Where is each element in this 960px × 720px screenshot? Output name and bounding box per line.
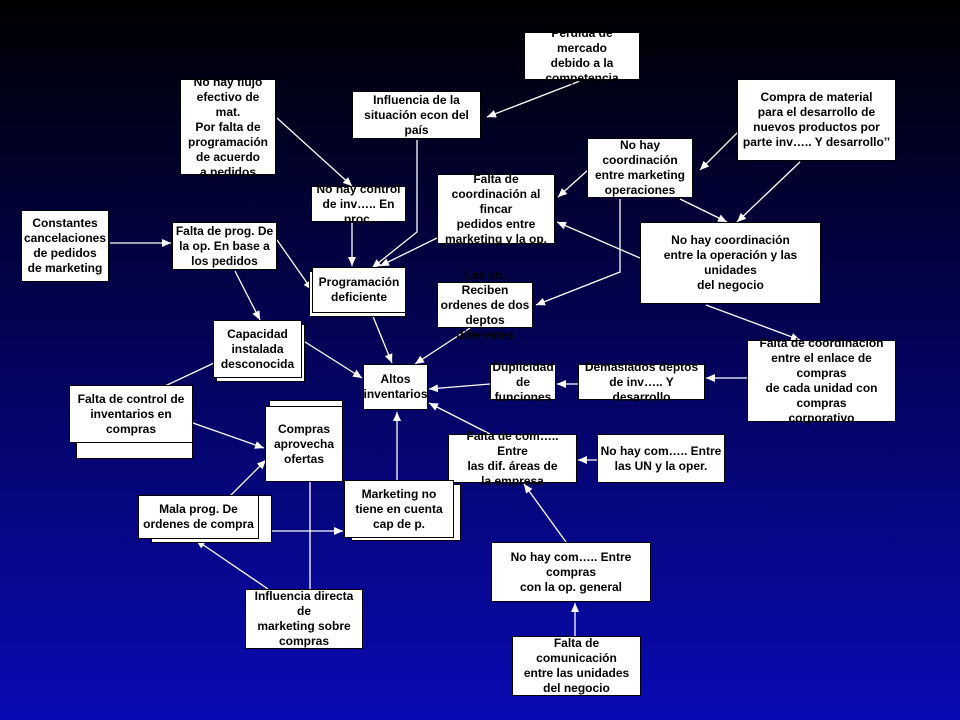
arrow-coordmkt-to-unreciben	[535, 199, 621, 306]
node-no-control-inventario: No hay control de inv….. En proc.	[311, 182, 406, 226]
node-falta-coordinacion-fincar: Falta de coordinación al fincar pedidos …	[437, 172, 555, 246]
node-falta-control-inventarios: Falta de control de inventarios en compr…	[69, 385, 193, 443]
node-marketing-no-tiene-en-cuenta: Marketing no tiene en cuenta cap de p.	[344, 480, 454, 538]
arrow-group	[110, 80, 801, 636]
arrow-unreciben-to-altos	[414, 327, 471, 365]
arrow-faltaprog-to-capacidad	[234, 270, 261, 321]
node-falta-programacion-operacion: Falta de prog. De la op. En base a los p…	[172, 222, 277, 270]
arrow-duplicidad-to-altos	[428, 383, 491, 393]
arrow-nocomcompras-to-faltacomareas	[523, 483, 567, 543]
node-influencia-marketing: Influencia directa de marketing sobre co…	[245, 589, 363, 649]
node-compra-material: Compra de material para el desarrollo de…	[737, 79, 896, 161]
node-falta-coordinacion-enlace: Falta de coordinación entre el enlace de…	[747, 336, 896, 425]
arrow-faltacomareas-to-altos	[428, 402, 491, 435]
node-programacion-deficiente: Programación deficiente	[312, 267, 406, 313]
node-no-comunicacion-un-oper: No hay com….. Entre las UN y la oper.	[597, 434, 725, 483]
arrow-coordmkt-to-coordop	[679, 198, 728, 223]
node-capacidad-instalada: Capacidad instalada desconocida	[213, 320, 302, 378]
node-no-flujo-efectivo: No hay flujo efectivo de mat. Por falta …	[180, 75, 276, 179]
arrow-faltacontrol-to-compras	[192, 422, 265, 449]
node-perdida-mercado: Perdida de mercado debido a la competenc…	[524, 26, 640, 85]
arrow-influencia-to-programacion	[371, 140, 418, 269]
arrow-coordop-to-fincar	[556, 221, 641, 259]
node-altos-inventarios: Altos inventarios	[363, 364, 428, 410]
node-demasiados-deptos: Demasiados deptos de inv….. Y desarrollo	[578, 360, 705, 404]
node-falta-comunicacion-unidades: Falta de comunicación entre las unidades…	[512, 636, 641, 696]
node-constantes-cancelaciones: Constantes cancelaciones de pedidos de m…	[21, 210, 109, 282]
node-falta-comunicacion-areas: Falta de com….. Entre las dif. áreas de …	[448, 429, 577, 488]
arrow-perdida-to-influencia	[486, 80, 581, 118]
node-mala-programacion-ordenes: Mala prog. De ordenes de compra	[138, 495, 259, 539]
arrow-programacion-to-altos	[371, 313, 393, 364]
arrow-faltacontrol-to-capacidad	[164, 362, 215, 387]
arrow-noflujo-to-nocontrol	[276, 117, 353, 187]
node-coordinacion-marketing-operaciones: No hay coordinación entre marketing oper…	[587, 138, 693, 198]
arrow-coordop-to-enlace	[705, 304, 801, 341]
node-no-comunicacion-compras-op: No hay com….. Entre compras con la op. g…	[491, 542, 651, 602]
arrow-influencia-to-malaprog	[195, 539, 269, 590]
arrow-coordmkt-to-fincar	[557, 169, 589, 198]
node-coordinacion-operacion-unidades: No hay coordinación entre la operación y…	[640, 222, 821, 304]
node-influencia-situacion: Influencia de la situación econ del país	[352, 91, 481, 139]
arrow-compramaterial-to-coordop	[736, 161, 801, 223]
node-compras-aprovecha-ofertas: Compras aprovecha ofertas	[265, 406, 343, 482]
arrow-fincar-to-programacion	[379, 237, 438, 267]
arrow-capacidad-to-altos	[301, 339, 363, 379]
node-unidades-reciben-ordenes: Las un. Reciben ordenes de dos deptos di…	[437, 268, 533, 342]
node-duplicidad-funciones: Duplicidad de funciones	[490, 360, 556, 404]
arrow-faltaprog-to-programacion	[276, 239, 313, 291]
arrow-malaprog-to-compras	[229, 459, 267, 497]
